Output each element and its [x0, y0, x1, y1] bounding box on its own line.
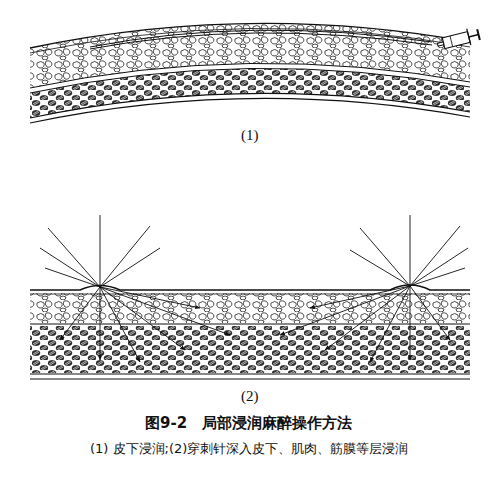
- syringe: [436, 26, 481, 53]
- needle-fan-right: [350, 215, 468, 286]
- infiltration-arrows-left: [60, 287, 230, 362]
- panel-subcutaneous: [30, 23, 481, 123]
- needle-fan-left: [40, 215, 160, 287]
- panel-number: (2): [241, 388, 259, 405]
- infiltration-arrows-right: [280, 286, 450, 362]
- panel-number: (1): [241, 127, 259, 144]
- panel-deep-infiltration: [30, 215, 470, 379]
- figure-title: 图9-2 局部浸润麻醉操作方法: [145, 414, 352, 433]
- figure-caption: (1) 皮下浸润;(2)穿刺针深入皮下、肌肉、筋膜等层浸润: [90, 440, 408, 458]
